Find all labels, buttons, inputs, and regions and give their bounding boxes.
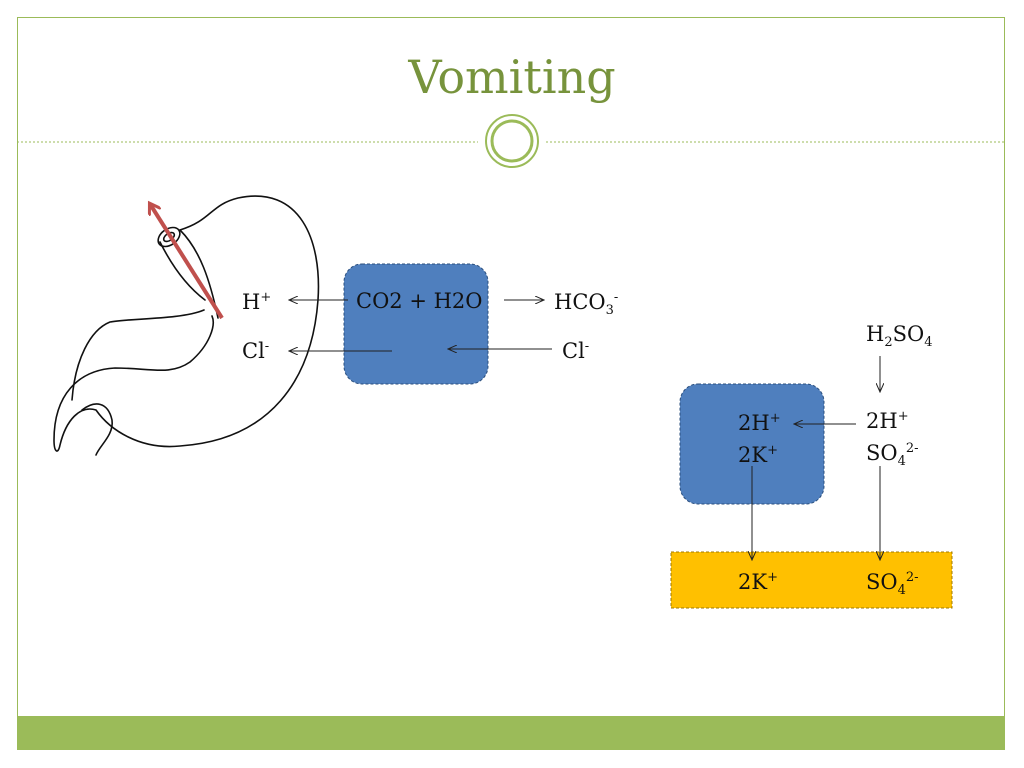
label-stomach-cl: Cl- xyxy=(242,339,270,363)
title-divider xyxy=(17,114,1005,168)
divider-inner-ring xyxy=(490,119,534,163)
label-hco3: HCO3- xyxy=(554,290,619,319)
urine-box xyxy=(670,551,953,609)
label-stomach-h: H+ xyxy=(242,290,272,314)
stomach-lower-curve xyxy=(81,403,113,456)
stomach-inner-curve xyxy=(71,309,205,401)
label-urine-k: 2K+ xyxy=(738,570,778,594)
label-tubule-so4: SO42- xyxy=(866,441,919,470)
label-cell-k: 2K+ xyxy=(738,443,778,467)
label-tubule-h: 2H+ xyxy=(866,409,909,433)
label-h2so4: H2SO4 xyxy=(866,322,933,351)
esophagus-left xyxy=(159,241,206,301)
label-cell-h: 2H+ xyxy=(738,411,781,435)
parietal-cell-box xyxy=(343,263,489,385)
footer-bar xyxy=(17,716,1005,750)
slide-title: Vomiting xyxy=(408,50,616,104)
stomach-outline xyxy=(53,195,320,456)
stomach-outer-curve xyxy=(53,195,320,452)
label-urine-so4: SO42- xyxy=(866,570,919,599)
label-blood-cl: Cl- xyxy=(562,339,590,363)
vomit-arrow xyxy=(150,204,224,320)
label-reaction: CO2 + H2O xyxy=(356,289,483,313)
divider-outer-ring xyxy=(485,114,539,168)
